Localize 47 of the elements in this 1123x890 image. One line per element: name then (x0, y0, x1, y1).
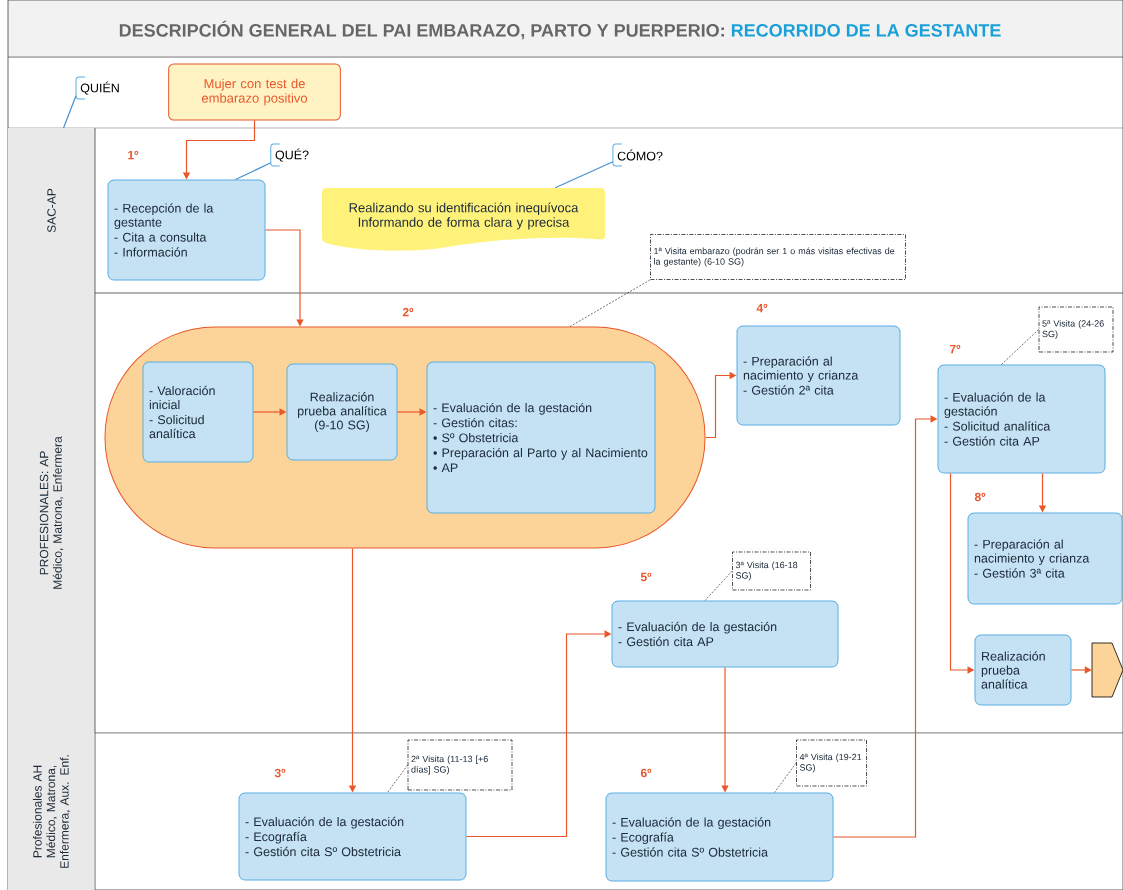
step-number: 3º (274, 768, 286, 778)
callout-label: QUÉ? (270, 143, 309, 167)
step-box: Realización prueba analítica (974, 634, 1072, 706)
step-number: 4º (756, 303, 768, 313)
visit-note: 5ª Visita (24-26 SG) (1038, 306, 1114, 353)
node-label: PROFESIONALES: AP (39, 451, 49, 575)
step-number: 5º (640, 572, 652, 582)
lane-header: SAC-AP (8, 127, 96, 294)
visit-note: 4ª Visita (19-21 SG) (796, 739, 867, 787)
callout-label: QUIÉN (75, 76, 119, 100)
leader-line (387, 764, 408, 793)
note-banner: Realizando su identificación inequívoca Informando de forma clara y precisa (322, 188, 605, 251)
step-box: - Evaluación de la gestación - Ecografía - Gestión cita Sº Obstetricia (238, 792, 467, 881)
step-box: - Preparación al nacimiento y crianza - Gestión 2ª cita (736, 325, 901, 426)
step-box: - Evaluación de la gestación - Gestión cita AP (611, 600, 839, 668)
node-label: Médico, Matrona, Enfermera (52, 436, 64, 589)
node-label: Profesionales AH (32, 765, 42, 858)
arrow (1070, 666, 1092, 674)
start-box: Mujer con test de embarazo positivo (168, 63, 341, 121)
node-label: SAC-AP (47, 188, 56, 233)
lane-header: Profesionales AH Médico, Matrona, Enfermera, Aux. Enf. (8, 732, 96, 890)
node-label: Médico, Matrona, Enfermera, Aux. Enf. (46, 755, 71, 868)
leader-line (234, 162, 272, 181)
visit-note: 3ª Visita (16-18 SG) (732, 551, 811, 591)
step-box: - Evaluación de la gestación - Ecografía - Gestión cita Sº Obstetricia (605, 792, 834, 882)
visit-note: 1ª Visita embarazo (podrán ser 1 o más visitas efectivas de la gestante) (6-10 SG) (650, 234, 906, 280)
leader-line (569, 279, 651, 327)
title: DESCRIPCIÓN GENERAL DEL PAI EMBARAZO, PARTO Y PUERPERIO: RECORRIDO DE LA GESTANTE (119, 20, 1001, 40)
step-number: 8º (974, 492, 986, 502)
leader-line (554, 161, 614, 189)
step-number: 7º (950, 344, 961, 354)
step-box: Realización prueba analítica (9-10 SG) (286, 363, 398, 461)
step-box: - Valoración inicial - Solicitud analítica (142, 361, 254, 463)
step-box: - Evaluación de la gestación - Gestión citas: • Sº Obstetricia • Preparación al Parto y al Nacimiento • AP (426, 361, 656, 514)
callout-label: CÓMO? (612, 143, 663, 167)
leader-line (1001, 329, 1039, 365)
step-number: 6º (640, 768, 652, 778)
step-number: 2º (402, 307, 414, 317)
step-box: - Preparación al nacimiento y crianza - Gestión 3ª cita (967, 512, 1123, 605)
step-box: - Recepción de la gestante - Cita a consulta - Información (107, 179, 266, 281)
step-box: - Evaluación de la gestación - Solicitud analítica - Gestión cita AP (937, 364, 1106, 474)
leader-line (704, 570, 733, 601)
leader-line (774, 762, 797, 793)
leader-line (62, 95, 77, 129)
step-number: 1º (128, 150, 139, 160)
pentagon-shape (1091, 642, 1123, 698)
visit-note: 2ª Visita (11-13 [+6 días] SG) (407, 739, 513, 791)
